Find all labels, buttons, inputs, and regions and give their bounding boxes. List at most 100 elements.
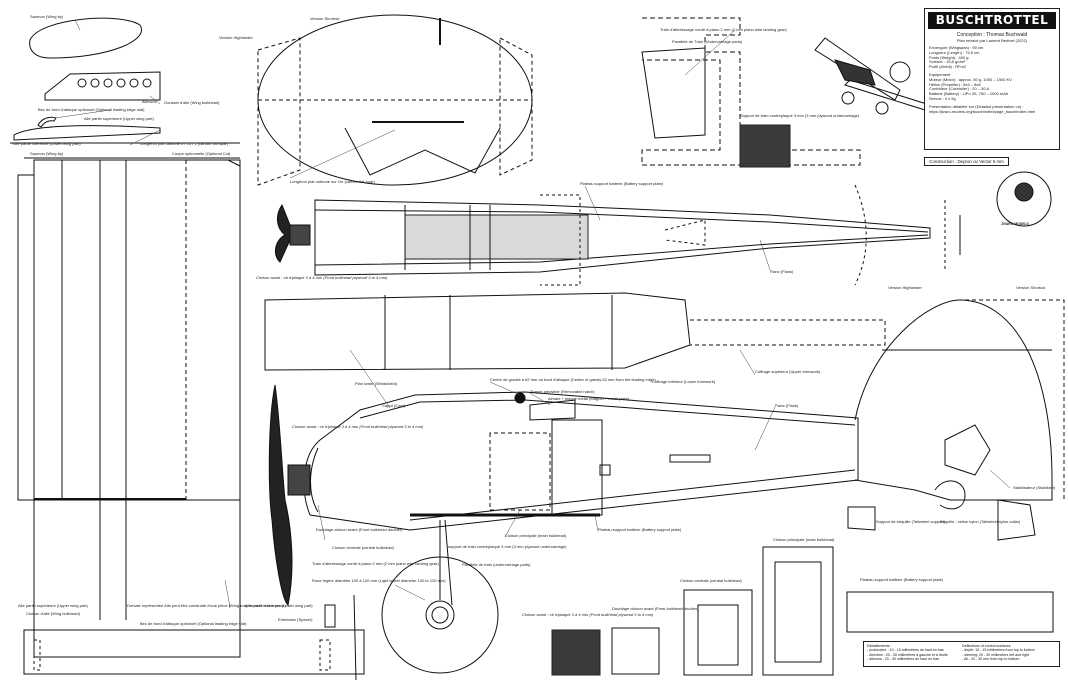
spec-1: Longueur (Length) : 75,5 cm [929, 49, 980, 55]
label-undercarriage-side: Parallèle de train (undercarriage parts) [462, 562, 531, 567]
equip-5: Servos : 4 x 9g [929, 95, 956, 101]
label-wing-tip-top: Saumon (Wing tip) [30, 14, 64, 19]
motor-side [287, 464, 311, 496]
equip-2: Hélice (Propeller) : 8x4 – 8x6 [929, 81, 981, 87]
le-slat [37, 116, 57, 128]
fuselage-top [314, 199, 931, 276]
label-landing-gear-wire: Train d'atterrissage cordé à piano 2 mm … [660, 27, 787, 32]
label-version-shortcut-2: Version Shortcut [1016, 285, 1046, 290]
prop-side [268, 384, 293, 606]
label-front-bulkhead-top: Cloison avant : ctr triplaqué 3 à 4 mm (… [256, 275, 388, 280]
equip-0: Equipement [929, 71, 951, 77]
label-lower-wing-bottom: Aile partie inférieure (Lower wing part) [245, 603, 313, 608]
aileron-holes [77, 78, 152, 88]
label-wing-bulkhead: Gousset d'aile (Wing bulkhead) [164, 100, 220, 105]
rudder-piece [641, 47, 706, 139]
spec-2: Poids (Weight) : 400 g [929, 54, 969, 60]
label-cg: Centre de gravité à 62 mm du bord d'atta… [490, 377, 656, 382]
label-le-slat: Bec de bord d'attaque optionnel (Optiona… [38, 107, 145, 112]
label-upper-wing: Aile partie supérieure (Upper wing part) [84, 116, 154, 121]
prop-top [274, 203, 291, 263]
label-magnet: Aimant + plaque métal (Magnet + metal pl… [548, 396, 630, 401]
label-wheel: Roue légère diamètre 100 à 120 mm (Light… [312, 578, 446, 583]
defl-en-3: - Ail.: 20 - 30 mm from top to bottom [962, 656, 1020, 661]
side-panel [264, 292, 691, 371]
label-battery-plate-side: Plateau support batterie (Battery suppor… [598, 527, 682, 532]
label-gear-support-side: support de train contreplaqué 3 mm (3 mm… [448, 544, 567, 549]
label-version-highlander-2: Version Highlander [888, 285, 922, 290]
central-bulkhead [683, 589, 753, 676]
presentation-0: Présentation détaillée sur (Detailed pre… [929, 103, 1024, 109]
label-doubler-small: Doublage cloison avant (Front bulkhead d… [612, 606, 699, 611]
doubler-part [611, 627, 660, 675]
tail-cone [944, 424, 991, 476]
label-stabilizer: Stabilisateur (Stabilizer) [1013, 485, 1056, 490]
rib-profile [13, 125, 161, 141]
equip-1: Moteur (Motor) : approx. 50 g, 1000 – 15… [929, 76, 1012, 82]
label-carbon-spar: Longeron plat carbone 6 / 10 / 1 (carbon… [140, 141, 229, 146]
label-central-bulkhead-small: Cloison centrale (central bulkhead) [680, 578, 742, 583]
label-optional-cut: Coupe optionnelle (Optional Cut) [172, 151, 231, 156]
title-block: BUSCHTROTTEL Conception : Thomas Buchwal… [924, 8, 1060, 150]
deflections-box: Débattements : - profondeur : 10 - 15 mi… [863, 641, 1060, 667]
label-central-bulkhead: Cloison centrale (central bulkhead) [332, 545, 394, 550]
label-front-bulkhead-small: Cloison avant : ctr triplaqué 3 à 4 mm (… [522, 612, 654, 617]
label-flank-side: Flanc (Flank) [775, 403, 799, 408]
label-dorsal-note: Dorsale représentée Aile peut être const… [127, 603, 286, 608]
defl-fr-0: Débattements : [867, 644, 892, 648]
fuselage-side [303, 391, 859, 531]
label-main-bulkhead: Cloison principale (main bulkhead) [505, 533, 567, 538]
equip-3: Contrôleur (Controller) : 20 – 30 A [929, 86, 990, 92]
label-flat-spar: Longeron plat carbone sur 1m (carbon fla… [290, 179, 375, 184]
label-upper-wing-bottom: Aile partie supérieure (Upper wing part) [18, 603, 88, 608]
logo-circle [996, 171, 1052, 227]
tailwheel-support [847, 506, 876, 531]
battery-plate-top [404, 214, 589, 260]
fin-part [997, 499, 1036, 541]
defl-fr-2: - direction : 20 - 30 millimètres à gauc… [867, 652, 948, 657]
title-banner: BUSCHTROTTEL [928, 12, 1056, 29]
label-tailwheel-support: Support de béquille (Tailwheel support) [876, 519, 946, 524]
label-tailwheel: Béquille : cellue nylon (Tailwheel nylon… [940, 519, 1021, 524]
label-undercarriage-parts: Parallèle de Train (Undercarriage parts) [672, 39, 743, 44]
label-gear-support: Support de train contreplaqué 3 mm (3 mm… [740, 113, 860, 118]
construction-note: Construction : Depron ou Vector 6 mm [924, 157, 1009, 166]
aileron-strip [44, 71, 161, 101]
label-ailerons: Ailerons [142, 99, 157, 104]
tail-frame [641, 17, 861, 166]
logo-text: JIVARO MODELS [1001, 222, 1029, 226]
designer: Conception : Thomas Buchwald [956, 32, 1028, 38]
label-hatch: Trappe amovible (Removable hatch) [530, 389, 595, 394]
label-wing-bulkhead-bottom: Cloison d'aile (Wing bulkhead) [26, 611, 80, 616]
label-version-shortcut: Version Shortcut [310, 16, 340, 21]
wing-panel-main [33, 159, 241, 658]
wing-plan-left [17, 174, 35, 501]
label-main-bulkhead-small: Cloison principale (main bulkhead) [773, 537, 835, 542]
label-wing-tip: Saumon (Wing tip) [30, 151, 64, 156]
redrawn-credit: Plan retracé par Laurent Berlivet (2022) [956, 38, 1028, 43]
label-spacer: Entretoise (Spacer) [278, 617, 313, 622]
defl-fr-1: - profondeur : 10 - 15 millimètres de ha… [867, 648, 944, 653]
label-cowl: Capot (Cowl) [382, 403, 406, 408]
label-battery-plate-small: Plateau support batterie (Battery suppor… [860, 577, 944, 582]
label-version-highlander: Version Highlander [219, 35, 253, 40]
defl-en-1: - depth: 10 - 15 millimeters from top to… [962, 648, 1035, 653]
motor-top [289, 224, 311, 246]
defl-en-2: - steering: 20 - 30 millimeters left and… [962, 652, 1030, 657]
label-battery-plate-top: Plateau support batterie (Battery suppor… [580, 181, 664, 186]
vertical-tail [854, 299, 1053, 501]
spec-0: Envergure (Wingspan) : 90 cm [929, 45, 984, 50]
spec-3: Surface : 15,8 g/dm² [929, 59, 966, 65]
defl-fr-3: - ailerons : 20 - 30 millimètres de haut… [867, 656, 939, 661]
main-bulkhead-side [551, 419, 603, 516]
spec-4: Profil (Airfoil) : RFm2 [929, 64, 967, 70]
label-lower-wing: Aile partie inférieure (Lower wing part) [13, 141, 81, 146]
wing-lower-panel [23, 629, 365, 675]
label-upper-formwork: Coffrage supérieur (Upper formwork) [755, 369, 821, 374]
cg-marker [514, 392, 526, 404]
label-flank-top: Flanc (Flank) [770, 269, 794, 274]
battery-plate [846, 591, 1054, 633]
label-windshield: Plan lower (Windshield) [355, 381, 398, 386]
label-lower-formwork: Coffrage inférieur (Lower formwork) [652, 379, 716, 384]
